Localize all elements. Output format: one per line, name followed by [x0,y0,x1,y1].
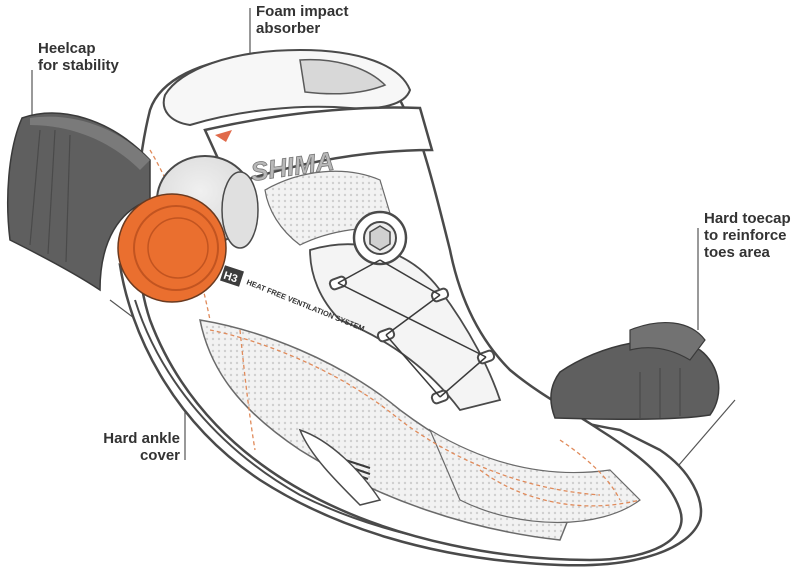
mesh-panel-toe [428,428,641,523]
callout-heelcap-line1: Heelcap [38,40,96,57]
callout-foam-impact-absorber: Foam impact absorber [256,3,349,37]
collar-accent-mark [215,130,232,142]
h3-badge-box [220,265,244,287]
callout-ankle-line1: Hard ankle [103,430,180,447]
h3-badge: H3 [222,270,239,286]
heelcap-part [7,112,151,292]
callout-foam-line1: Foam impact [256,3,349,20]
side-cutout [298,428,382,506]
boa-dial [352,210,408,266]
velcro-strap [203,106,434,187]
collar-inner [299,58,387,95]
callout-hard-ankle-cover: Hard ankle cover [80,430,180,464]
callout-toecap-line2: to reinforce [704,227,787,244]
callout-toecap-line1: Hard toecap [704,210,791,227]
shoe-illustration: SHIMA H3 HEAT FREE VENTILATION SYS [118,48,703,567]
callout-hard-toecap: Hard toecap to reinforce toes area [704,210,791,261]
callout-foam-line2: absorber [256,20,321,37]
ankle-cover-part [117,193,227,303]
toecap-part [550,321,720,420]
callout-toecap-line3: toes area [704,244,770,261]
callout-heelcap-line2: for stability [38,57,119,74]
callout-heelcap: Heelcap for stability [38,40,119,74]
callout-ankle-line2: cover [139,447,180,464]
laces [337,259,487,398]
lacing-panel [309,243,502,412]
